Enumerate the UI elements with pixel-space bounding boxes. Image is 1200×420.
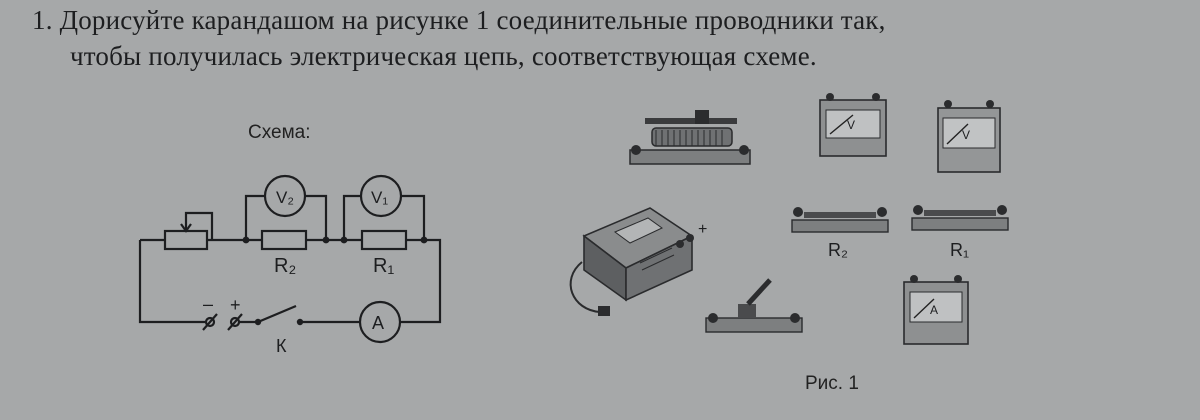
task-line-1: 1. Дорисуйте карандашом на рисунке 1 сое… [32,2,1192,38]
voltmeter-2-glyph: V [962,128,970,142]
voltmeter-device-2: V [937,100,1001,173]
resistor-r2-device: R₂ [791,207,889,260]
voltmeter-1-glyph: V [847,118,855,132]
label-minus: – [203,294,213,314]
rheostat-slider [184,211,214,240]
voltmeter-v2-symbol [263,174,307,218]
node-dot [242,236,250,244]
label-switch: К [276,336,287,356]
ammeter-device-glyph: A [930,303,938,317]
rheostat-device [629,110,751,165]
power-supply-plus: + [698,221,707,238]
label-r1: R₁ [373,255,394,277]
rheostat-arrow [180,223,192,233]
task-line-1-text: Дорисуйте карандашом на рисунке 1 соедин… [59,5,886,35]
label-r2: R₂ [274,255,296,277]
task-number: 1. [32,5,53,35]
v1-branch [342,194,426,240]
voltmeter-v1-symbol [359,174,403,218]
node-dot [420,236,428,244]
figure-caption: Рис. 1 [805,373,859,394]
power-supply-device: + [569,207,707,316]
terminal-slashes [202,313,243,331]
v2-branch [244,194,328,240]
ammeter-device: A [903,275,969,345]
scheme-title: Схема: [248,122,311,143]
resistor-r1-device: R₁ [911,205,1009,260]
switch-device [705,278,803,333]
node-dot [340,236,348,244]
task-text: 1. Дорисуйте карандашом на рисунке 1 сое… [32,2,1192,74]
terminal-minus [204,316,216,328]
task-line-2: чтобы получилась электрическая цепь, соо… [70,41,817,71]
label-plus: + [230,295,241,315]
figure-label-r2: R₂ [828,240,848,260]
switch-contact [254,318,262,326]
node-dot [322,236,330,244]
label-ammeter: A [372,313,384,333]
switch-blade [257,304,297,324]
wire-left [138,240,205,324]
voltmeter-device-1: V [819,93,887,157]
switch-contact [296,318,304,326]
label-v2: V₂ [276,188,294,207]
label-v1: V₁ [371,188,388,207]
figure-label-r1: R₁ [950,240,969,260]
